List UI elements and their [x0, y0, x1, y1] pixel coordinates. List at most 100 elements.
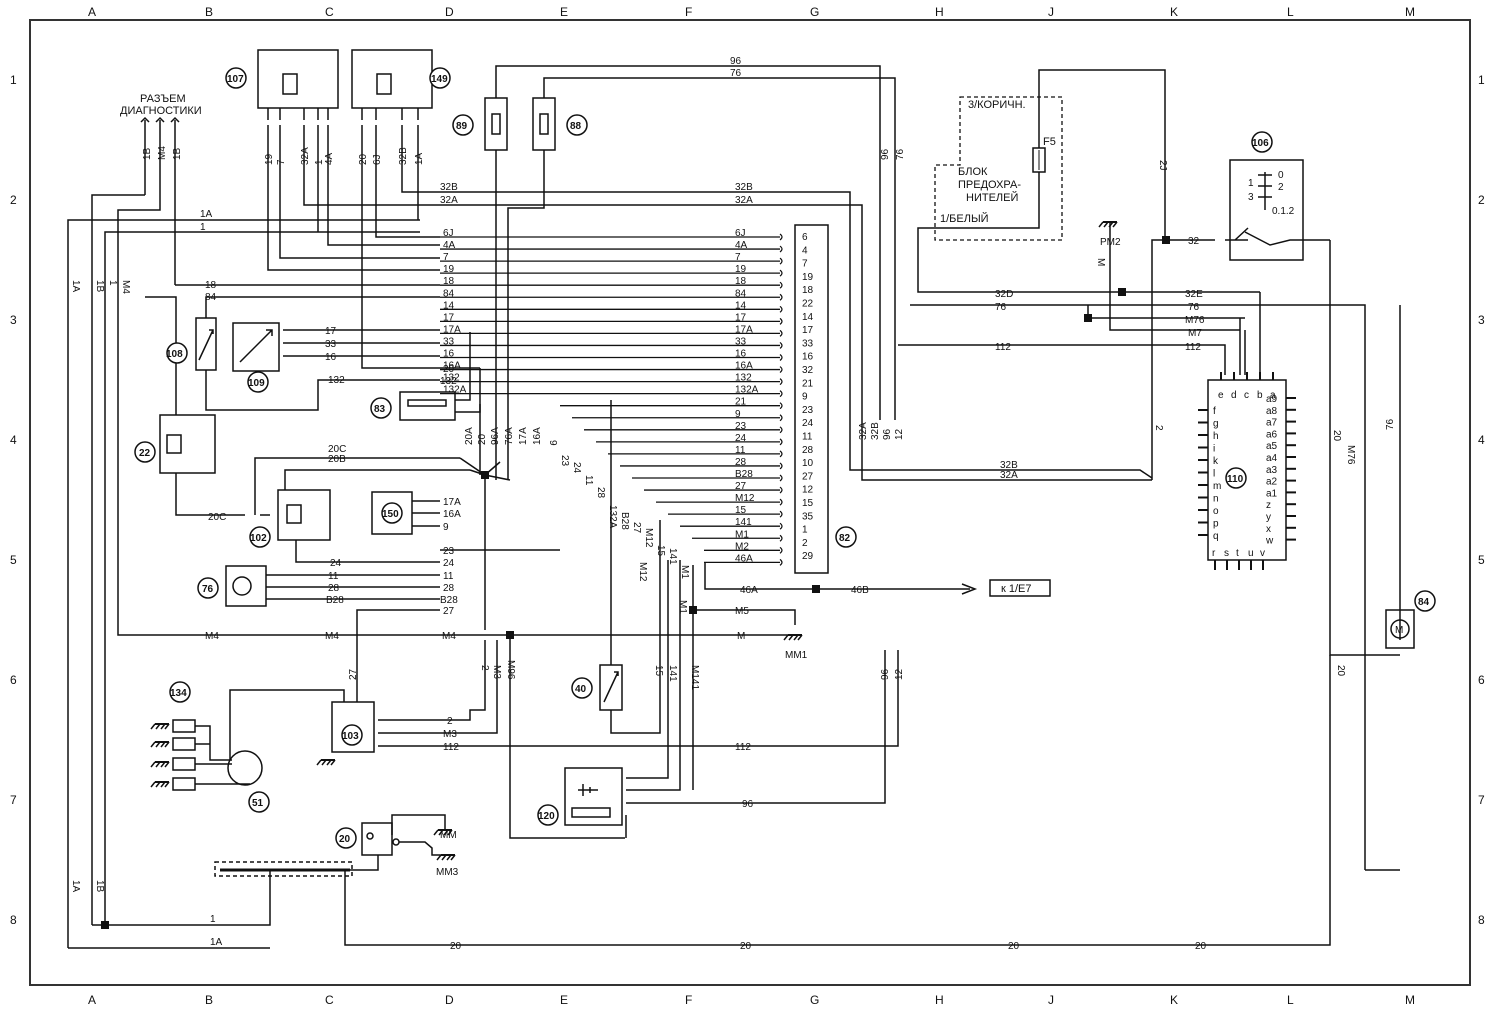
- wire-27-low: 27: [443, 606, 455, 617]
- connector82-pin: 2: [802, 538, 808, 549]
- grid-row-6: 6: [10, 673, 17, 687]
- ecu-pin-left: k: [1213, 456, 1219, 467]
- grid-col-B: B: [205, 5, 213, 19]
- ecu-pin-right: w: [1265, 536, 1274, 547]
- component-107-badge: [225, 67, 247, 89]
- component-20-badge: [335, 827, 357, 849]
- motor-84-symbol: M: [1395, 625, 1403, 636]
- bus-wire-label-left: 7: [443, 252, 449, 263]
- component-82-badge: [835, 526, 857, 548]
- grid-row-4: 4: [10, 433, 17, 447]
- connector82-pin: 22: [802, 299, 814, 310]
- wire-32B-vertical: 32B: [870, 422, 881, 440]
- wire-1A-bottom: 1A: [210, 937, 223, 948]
- grid-col-C: C: [325, 5, 334, 19]
- component-40-label: 40: [575, 684, 587, 695]
- grid-row-right-7: 7: [1478, 793, 1485, 807]
- ecu-pin-top: e: [1218, 390, 1224, 401]
- bus-wire-label: 23: [735, 421, 747, 432]
- wire-20A: 20A: [464, 427, 475, 445]
- component-103-badge: [341, 724, 363, 746]
- component-89-label: 89: [456, 121, 468, 132]
- connector82-pin: 11: [802, 432, 813, 443]
- wire-141-bundle: 141: [667, 548, 678, 565]
- wire-76-right-b: 76: [1188, 302, 1200, 313]
- wire-M4-c: M4: [442, 631, 456, 642]
- wire-20-vertical: 20: [1331, 430, 1342, 442]
- wire-1-left: 1: [107, 280, 118, 286]
- wire-32A-vertical: 32A: [858, 422, 869, 440]
- fuse-88: [507, 77, 896, 480]
- wire-1B-lower: 1B: [94, 880, 105, 893]
- ecu-pin-left: o: [1213, 506, 1219, 517]
- switch-pos-2: 2: [1278, 182, 1284, 193]
- connector82-pin: 32: [802, 365, 814, 376]
- component-76-label: 76: [202, 584, 214, 595]
- wire-2-vertical: 2: [1153, 425, 1164, 431]
- wire-32B-a: 32B: [440, 182, 458, 193]
- bus-wire-label-left: 33: [443, 336, 455, 347]
- relay107-pin: 19: [264, 153, 275, 165]
- wire-1-top: 1: [200, 222, 206, 233]
- ecu-pin-right: z: [1266, 500, 1271, 511]
- switch-pos-0: 0: [1278, 170, 1284, 181]
- ecu-pin-right: a9: [1266, 394, 1278, 405]
- wire-112-b: 112: [1185, 342, 1201, 353]
- ecu-pin-top: b: [1257, 390, 1263, 401]
- grid-row-right-1: 1: [1478, 73, 1485, 87]
- wire-12-mid: 12: [894, 428, 905, 440]
- bus-wire-label: M1: [735, 529, 749, 540]
- wire-46A-label: 46A: [740, 585, 758, 596]
- ecu-pin-bottom: r: [1212, 548, 1216, 559]
- grid-col-bottom-D: D: [445, 993, 454, 1007]
- bus-wire-label: 28: [735, 457, 747, 468]
- wire-28-76: 28: [328, 583, 340, 594]
- bus-wire-label: 132A: [735, 385, 759, 396]
- bus-wire-label-left: 18: [443, 276, 455, 287]
- component-22-badge: [134, 441, 156, 463]
- component-82-label: 82: [839, 533, 851, 544]
- component-149-badge: [429, 67, 451, 89]
- component-150-badge: [381, 502, 403, 524]
- diag-pin-3: 1B: [172, 147, 183, 160]
- grid-col-bottom-L: L: [1287, 993, 1294, 1007]
- wire-20-bottom-c: 20: [1008, 941, 1020, 952]
- wire-20-vertical-low: 20: [1335, 665, 1346, 677]
- ecu-pin-left: l: [1213, 469, 1215, 480]
- grid-col-G: G: [810, 5, 819, 19]
- bus-wire-label: 7: [735, 252, 741, 263]
- grid-col-bottom-H: H: [935, 993, 944, 1007]
- wire-M3-103: M3: [443, 729, 457, 740]
- grid-col-F: F: [685, 5, 692, 19]
- wire-9-150: 9: [443, 522, 449, 533]
- wire-32B-c: 32B: [1000, 460, 1018, 471]
- bus-wire-label-left: 17: [443, 312, 455, 323]
- ground-pm2: PM2: [1100, 237, 1121, 248]
- ecu-pin-right: a5: [1266, 441, 1278, 452]
- wire-32A-c: 32A: [1000, 470, 1018, 481]
- component-106-label: 106: [1252, 138, 1269, 149]
- wire-32E: 32E: [1185, 289, 1203, 300]
- wire-M12-bundle: M12: [643, 528, 654, 548]
- wire-M4-b: M4: [325, 631, 339, 642]
- connector82-pin: 14: [802, 312, 814, 323]
- diagnostic-connector: РАЗЪЕМ ДИАГНОСТИКИ 1B M4 1B: [91, 93, 800, 925]
- wire-M-vertical: M: [1095, 258, 1106, 266]
- wire-76-top: 76: [730, 68, 742, 79]
- fuse-box-caption-2: ПРЕДОХРА-: [958, 179, 1021, 191]
- wire-9-bundle: 9: [547, 440, 558, 446]
- component-83-label: 83: [374, 404, 386, 415]
- motor-84: [1385, 305, 1415, 649]
- bus-wire-label: 84: [735, 288, 747, 299]
- grid-col-J: J: [1048, 5, 1054, 19]
- grid-col-bottom-F: F: [685, 993, 692, 1007]
- grid-col-bottom-J: J: [1048, 993, 1054, 1007]
- grid-col-A: A: [88, 5, 96, 19]
- grid-col-K: K: [1170, 5, 1178, 19]
- wire-17-left: 17: [325, 326, 337, 337]
- connector82-pin: 16: [802, 352, 814, 363]
- component-120-label: 120: [538, 811, 555, 822]
- relay149-pin: 20: [358, 153, 369, 165]
